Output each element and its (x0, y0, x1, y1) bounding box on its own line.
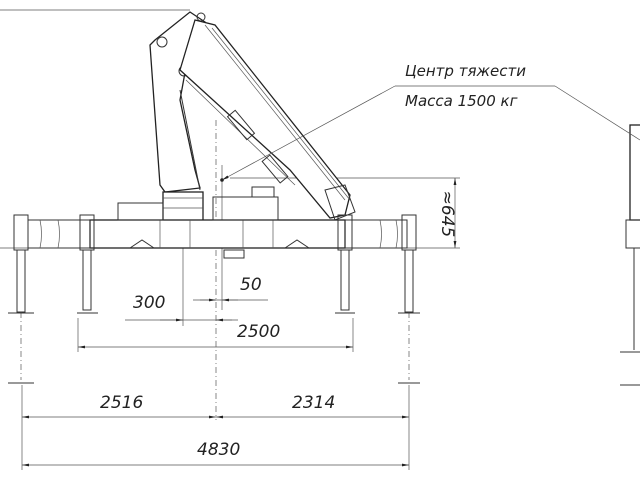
crane-boom (179, 19, 356, 221)
dim-2314: 2314 (292, 393, 335, 413)
dim-height: ≈645 (437, 191, 457, 238)
base-frame (27, 186, 408, 259)
dim-4830: 4830 (197, 440, 240, 460)
dim-2500: 2500 (237, 322, 280, 342)
dimensions: ≈645 50 300 2500 2516 2314 4830 (21, 178, 457, 470)
cog-label: Центр тяжести (405, 62, 526, 80)
side-view-partial (620, 124, 640, 386)
mass-label: Масса 1500 кг (405, 92, 518, 110)
dim-50: 50 (240, 275, 262, 295)
outrigger-legs (8, 214, 420, 384)
dim-300: 300 (133, 293, 165, 313)
center-of-gravity-callout: Центр тяжести Масса 1500 кг (220, 62, 640, 182)
dim-2516: 2516 (100, 393, 143, 413)
